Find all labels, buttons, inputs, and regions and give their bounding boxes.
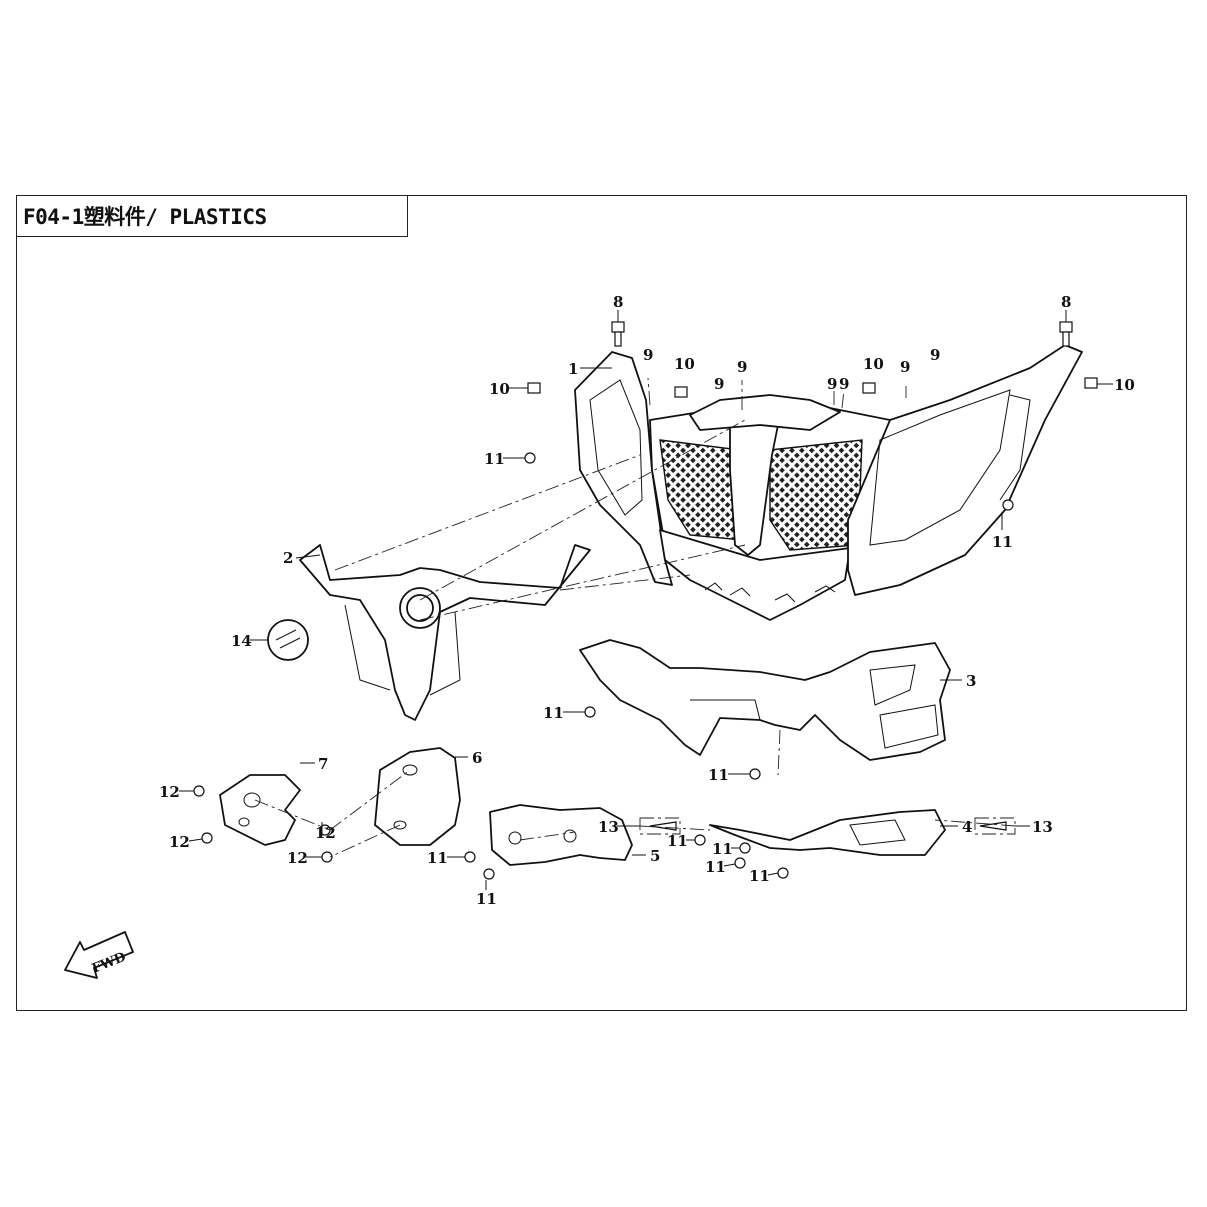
callout-11-h: 11	[749, 867, 770, 885]
callout-9-e: 9	[839, 375, 849, 393]
callout-12-b: 12	[169, 833, 190, 851]
cover-part-7	[219, 774, 301, 846]
callout-labels: 1 2 3 4 5 6 7 8 8 9 9 9 9 9 9 9 10 10 10…	[159, 293, 1135, 908]
callout-11-c: 11	[543, 704, 564, 722]
page-title: F04-1塑料件/ PLASTICS	[16, 195, 408, 237]
drawing-frame	[16, 195, 1187, 1011]
cover-part-6	[374, 747, 461, 846]
callout-3: 3	[966, 672, 976, 690]
callout-11-e: 11	[667, 832, 688, 850]
callout-6: 6	[472, 749, 482, 767]
duct-part-5	[489, 804, 633, 866]
badge-part-14	[267, 619, 309, 661]
forward-arrow: FWD	[64, 931, 134, 979]
callout-9-f: 9	[900, 358, 910, 376]
callout-11-d: 11	[708, 766, 729, 784]
callout-14: 14	[231, 632, 252, 650]
lower-panel-part-3	[579, 639, 951, 761]
callout-9-a: 9	[643, 346, 653, 364]
callout-2: 2	[283, 549, 293, 567]
callout-10-b: 10	[674, 355, 695, 373]
callout-12-a: 12	[159, 783, 180, 801]
lower-bracket-part-4	[709, 809, 946, 856]
callout-9-c: 9	[737, 358, 747, 376]
callout-11-j: 11	[476, 890, 497, 908]
callout-9-d: 9	[827, 375, 837, 393]
callout-8-right: 8	[1061, 293, 1071, 311]
callout-9-g: 9	[930, 346, 940, 364]
callout-7: 7	[318, 755, 328, 773]
callout-5: 5	[650, 847, 660, 865]
assembly-lines	[254, 377, 1016, 858]
callout-4: 4	[962, 818, 972, 836]
callout-13-right: 13	[1032, 818, 1053, 836]
callout-12-c: 12	[315, 824, 336, 842]
front-trim-part-2	[299, 544, 591, 721]
callout-11-f: 11	[712, 840, 733, 858]
callout-11-a: 11	[484, 450, 505, 468]
callout-1: 1	[568, 360, 578, 378]
callout-9-b: 9	[714, 375, 724, 393]
front-fascia-part-1	[574, 344, 1083, 621]
callout-11-g: 11	[705, 858, 726, 876]
callout-10-a: 10	[489, 380, 510, 398]
title-text: F04-1塑料件/ PLASTICS	[23, 205, 267, 229]
callout-10-c: 10	[863, 355, 884, 373]
callout-10-d: 10	[1114, 376, 1135, 394]
callout-11-b: 11	[992, 533, 1013, 551]
callout-12-d: 12	[287, 849, 308, 867]
callout-11-i: 11	[427, 849, 448, 867]
callout-8-left: 8	[613, 293, 623, 311]
callout-13-left: 13	[598, 818, 619, 836]
